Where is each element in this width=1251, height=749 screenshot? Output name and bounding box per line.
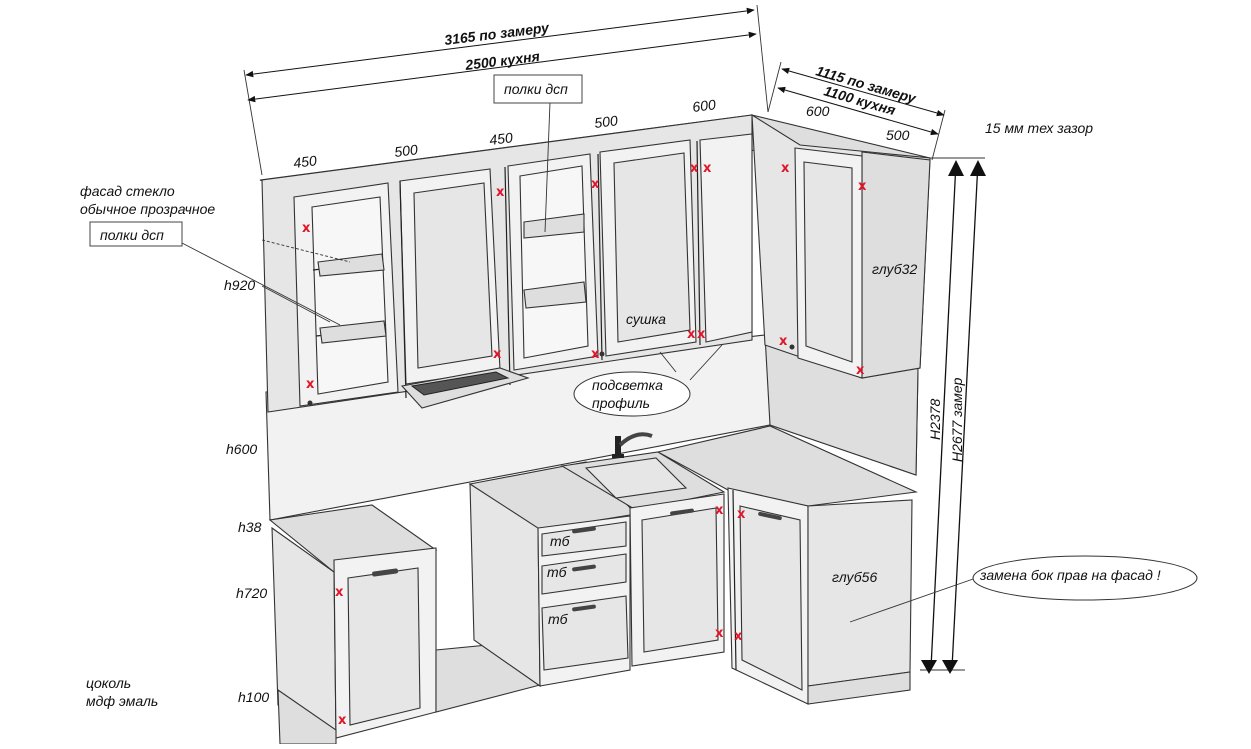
hinge-mark: x xyxy=(779,334,788,349)
dim-total-text: 3165 по замеру xyxy=(443,19,550,48)
shelves-left-box xyxy=(89,221,183,247)
tech-gap-text: 15 мм тех зазор xyxy=(985,120,1093,136)
hinge-mark: x xyxy=(591,347,600,362)
dim-side-kitchen-line xyxy=(777,86,939,136)
upper-cabinets xyxy=(259,113,931,413)
shelves-left-text: полки дсп xyxy=(100,227,164,243)
shelves-top-text: полки дсп xyxy=(504,81,568,97)
hinge-mark: x xyxy=(697,327,706,342)
faucet xyxy=(612,432,653,458)
width-label-7: 500 xyxy=(886,127,910,143)
upper-cabinet-corner-door xyxy=(794,147,863,379)
dimension-lines xyxy=(243,4,986,674)
width-label-1: 450 xyxy=(292,152,317,171)
height-h100: h100 xyxy=(238,689,269,705)
hinge-mark: x xyxy=(715,503,724,518)
replace-side-ellipse xyxy=(972,555,1198,601)
hinge-mark: x xyxy=(338,713,347,728)
hinge-mark: x xyxy=(856,363,865,378)
hinge-mark: x xyxy=(690,161,699,176)
hinge-mark: x xyxy=(591,177,600,192)
hinge-mark: x xyxy=(715,626,724,641)
lighting-line1: подсветка xyxy=(592,377,663,393)
plinth-line1: цоколь xyxy=(86,675,131,691)
width-label-2: 500 xyxy=(393,141,418,160)
height-h920: h920 xyxy=(224,277,255,293)
hinge-mark: x xyxy=(306,377,315,392)
drying-text: сушка xyxy=(626,311,666,327)
lighting-line2: профиль xyxy=(592,395,650,411)
height-h38: h38 xyxy=(238,519,262,535)
height-h600: h600 xyxy=(226,441,257,457)
hinge-mark: x xyxy=(858,179,867,194)
upper-cabinet-5 xyxy=(699,133,753,343)
countertop-right xyxy=(656,425,918,507)
drawer-label-1: тб xyxy=(550,533,571,549)
shelves-top-box xyxy=(493,74,583,104)
width-label-4: 500 xyxy=(593,112,618,131)
hinge-mark: x xyxy=(737,507,746,522)
hinge-mark: x xyxy=(493,347,502,362)
hinge-mark: x xyxy=(703,161,712,176)
upper-cabinet-3-glass xyxy=(507,153,599,371)
drawer-label-3: тб xyxy=(548,611,569,627)
leader-lines xyxy=(181,101,977,623)
upper-cabinet-2 xyxy=(399,168,501,385)
hinge-mark: x xyxy=(687,327,696,342)
width-label-3: 450 xyxy=(488,129,513,148)
hinge-mark: x xyxy=(335,585,344,600)
depth-upper-text: глуб32 xyxy=(872,261,917,277)
replace-side-text: замена бок прав на фасад ! xyxy=(979,567,1161,583)
width-label-5: 600 xyxy=(691,96,716,115)
dim-kitchen-text: 2500 кухня xyxy=(463,48,540,73)
hinge-mark: x xyxy=(302,221,311,236)
lighting-ellipse xyxy=(573,371,691,417)
drawer-label-2: тб xyxy=(547,564,568,580)
dim-h2677-line xyxy=(951,161,979,669)
dim-kitchen-line xyxy=(247,31,757,103)
facade-glass-line1: фасад стекло xyxy=(80,183,175,199)
height-2378-text: H2378 xyxy=(927,399,943,440)
height-h720: h720 xyxy=(236,585,267,601)
lower-cabinets xyxy=(268,425,918,745)
hinge-marks: x x x x x x x x x x x x x x x x x x x x xyxy=(302,161,867,728)
plinth-line2: мдф эмаль xyxy=(86,693,158,709)
hinge-mark: x xyxy=(734,629,743,644)
hinge-mark: x xyxy=(496,185,505,200)
upper-cabinet-4 xyxy=(599,139,697,357)
depth-lower-text: глуб56 xyxy=(832,569,877,585)
width-label-6: 600 xyxy=(806,103,830,119)
upper-cabinet-1-glass xyxy=(293,182,399,407)
hinge-mark: x xyxy=(781,161,790,176)
facade-glass-line2: обычное прозрачное xyxy=(80,201,215,217)
height-2677-text: H2677 замер xyxy=(949,377,965,462)
dim-h2378-line xyxy=(930,161,957,669)
